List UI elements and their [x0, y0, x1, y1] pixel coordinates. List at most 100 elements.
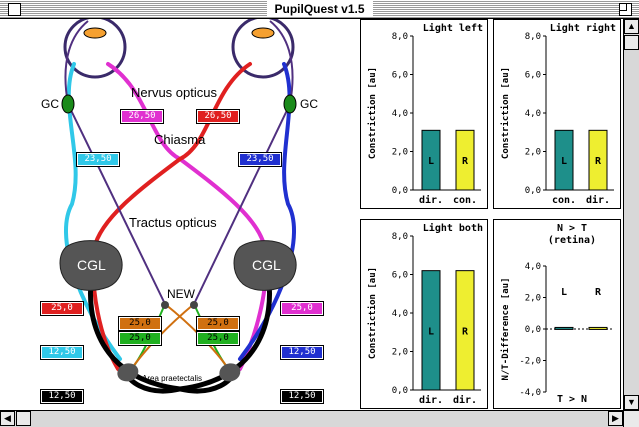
- value-text-n1: 26,50: [122, 111, 162, 122]
- value-text-p2: 25,0: [198, 318, 238, 329]
- new-nucleus-right: [190, 301, 198, 309]
- right-cgl: [233, 240, 297, 291]
- chart-bottom-label: T > N: [557, 394, 587, 405]
- title-bar[interactable]: PupilQuest v1.5: [0, 0, 639, 19]
- value-box-c1: 23,50: [76, 152, 120, 167]
- y-tick-label: 8,0: [392, 232, 408, 242]
- bar-label: R: [595, 287, 602, 298]
- y-tick-label: 0,0: [392, 386, 408, 396]
- value-box-c2: 23,50: [238, 152, 282, 167]
- value-text-b1: 12,50: [42, 391, 82, 402]
- grow-box[interactable]: [623, 410, 639, 427]
- value-text-c1: 23,50: [78, 154, 118, 165]
- left-praetectal-nucleus: [117, 363, 139, 382]
- value-text-t2: 25,0: [282, 303, 322, 314]
- value-box-n1: 26,50: [120, 109, 164, 124]
- value-box-b1: 12,50: [40, 389, 84, 404]
- scroll-left-arrow-icon[interactable]: ◀: [0, 411, 15, 426]
- bar-right: [455, 129, 475, 191]
- bar-left: [421, 129, 441, 191]
- value-box-n2: 26,50: [196, 109, 240, 124]
- chart-svg: N > T(retina)T > NN/T-Difference [au]-4,…: [500, 223, 614, 405]
- y-tick-label: 4,0: [525, 109, 541, 119]
- y-tick-label: 8,0: [525, 32, 541, 42]
- label-gc-left: GC: [41, 97, 59, 111]
- bar-right: [588, 129, 608, 191]
- category-label: dir.: [586, 194, 610, 206]
- label-tractus-opticus: Tractus opticus: [129, 215, 217, 230]
- value-box-p2: 25,0: [196, 316, 240, 331]
- value-box-t4: 12,50: [280, 345, 324, 360]
- window-title: PupilQuest v1.5: [266, 1, 373, 17]
- chart-title: N > T: [557, 223, 587, 234]
- scroll-down-arrow-icon[interactable]: ▼: [624, 395, 639, 410]
- left-black-fibers: [87, 271, 238, 394]
- left-cgl: [59, 240, 123, 291]
- bar-right: [455, 270, 475, 391]
- y-tick-label: 6,0: [525, 71, 541, 81]
- value-text-b2: 12,50: [282, 391, 322, 402]
- bar-left: [554, 129, 574, 191]
- y-tick-label: 4,0: [392, 109, 408, 119]
- vertical-scrollbar[interactable]: ▲ ▼: [623, 19, 639, 410]
- y-tick-label: 0,0: [392, 186, 408, 196]
- left-ganglion-cell: [61, 94, 75, 114]
- y-tick-label: 4,0: [392, 309, 408, 319]
- value-box-p4: 25,0: [196, 331, 240, 346]
- scroll-up-arrow-icon[interactable]: ▲: [624, 19, 639, 34]
- value-text-p3: 25,0: [120, 333, 160, 344]
- value-box-p3: 25,0: [118, 331, 162, 346]
- y-tick-label: 2,0: [525, 294, 541, 304]
- value-box-t3: 12,50: [40, 345, 84, 360]
- bar-label: R: [462, 156, 469, 167]
- close-box[interactable]: [8, 3, 21, 16]
- y-tick-label: 4,0: [525, 262, 541, 272]
- label-chiasma: Chiasma: [154, 132, 206, 147]
- bar-label: R: [595, 156, 602, 167]
- y-tick-label: 8,0: [392, 32, 408, 42]
- right-ganglion-cell: [283, 94, 297, 114]
- value-box-t1: 25,0: [40, 301, 84, 316]
- bar-label: L: [561, 287, 567, 298]
- scroll-thumb[interactable]: [624, 35, 639, 50]
- bar-label: L: [561, 156, 567, 167]
- y-tick-label: 6,0: [392, 71, 408, 81]
- horizontal-scrollbar[interactable]: ◀ ▶: [0, 410, 623, 427]
- label-gc-right: GC: [300, 97, 318, 111]
- label-area-praetectalis: Area praetectalis: [142, 374, 202, 383]
- y-tick-label: -2,0: [519, 357, 541, 367]
- value-text-t1: 25,0: [42, 303, 82, 314]
- zoom-box[interactable]: [619, 3, 632, 16]
- right-gc-fiber: [193, 20, 294, 305]
- chart-title: Light both: [423, 222, 483, 234]
- y-tick-label: 0,0: [525, 186, 541, 196]
- y-axis-label: Constriction [au]: [500, 67, 511, 159]
- bar-left: [554, 326, 574, 330]
- value-box-t2: 25,0: [280, 301, 324, 316]
- scroll-right-arrow-icon[interactable]: ▶: [608, 411, 623, 426]
- value-box-p1: 25,0: [118, 316, 162, 331]
- value-text-t3: 12,50: [42, 347, 82, 358]
- chart-title: Light right: [550, 22, 616, 34]
- y-tick-label: 2,0: [392, 148, 408, 158]
- bar-label: R: [462, 326, 469, 337]
- bar-left: [421, 270, 441, 391]
- value-text-n2: 26,50: [198, 111, 238, 122]
- y-tick-label: 6,0: [392, 271, 408, 281]
- category-label: con.: [453, 195, 477, 206]
- value-text-p1: 25,0: [120, 318, 160, 329]
- y-axis-label: Constriction [au]: [367, 267, 378, 359]
- category-label: dir.: [419, 194, 443, 206]
- chart-title: Light left: [423, 22, 483, 34]
- left-gc-fiber: [64, 20, 166, 305]
- category-label: dir.: [453, 394, 477, 406]
- hscroll-thumb[interactable]: [16, 411, 31, 426]
- category-label: con.: [552, 195, 576, 206]
- value-text-c2: 23,50: [240, 154, 280, 165]
